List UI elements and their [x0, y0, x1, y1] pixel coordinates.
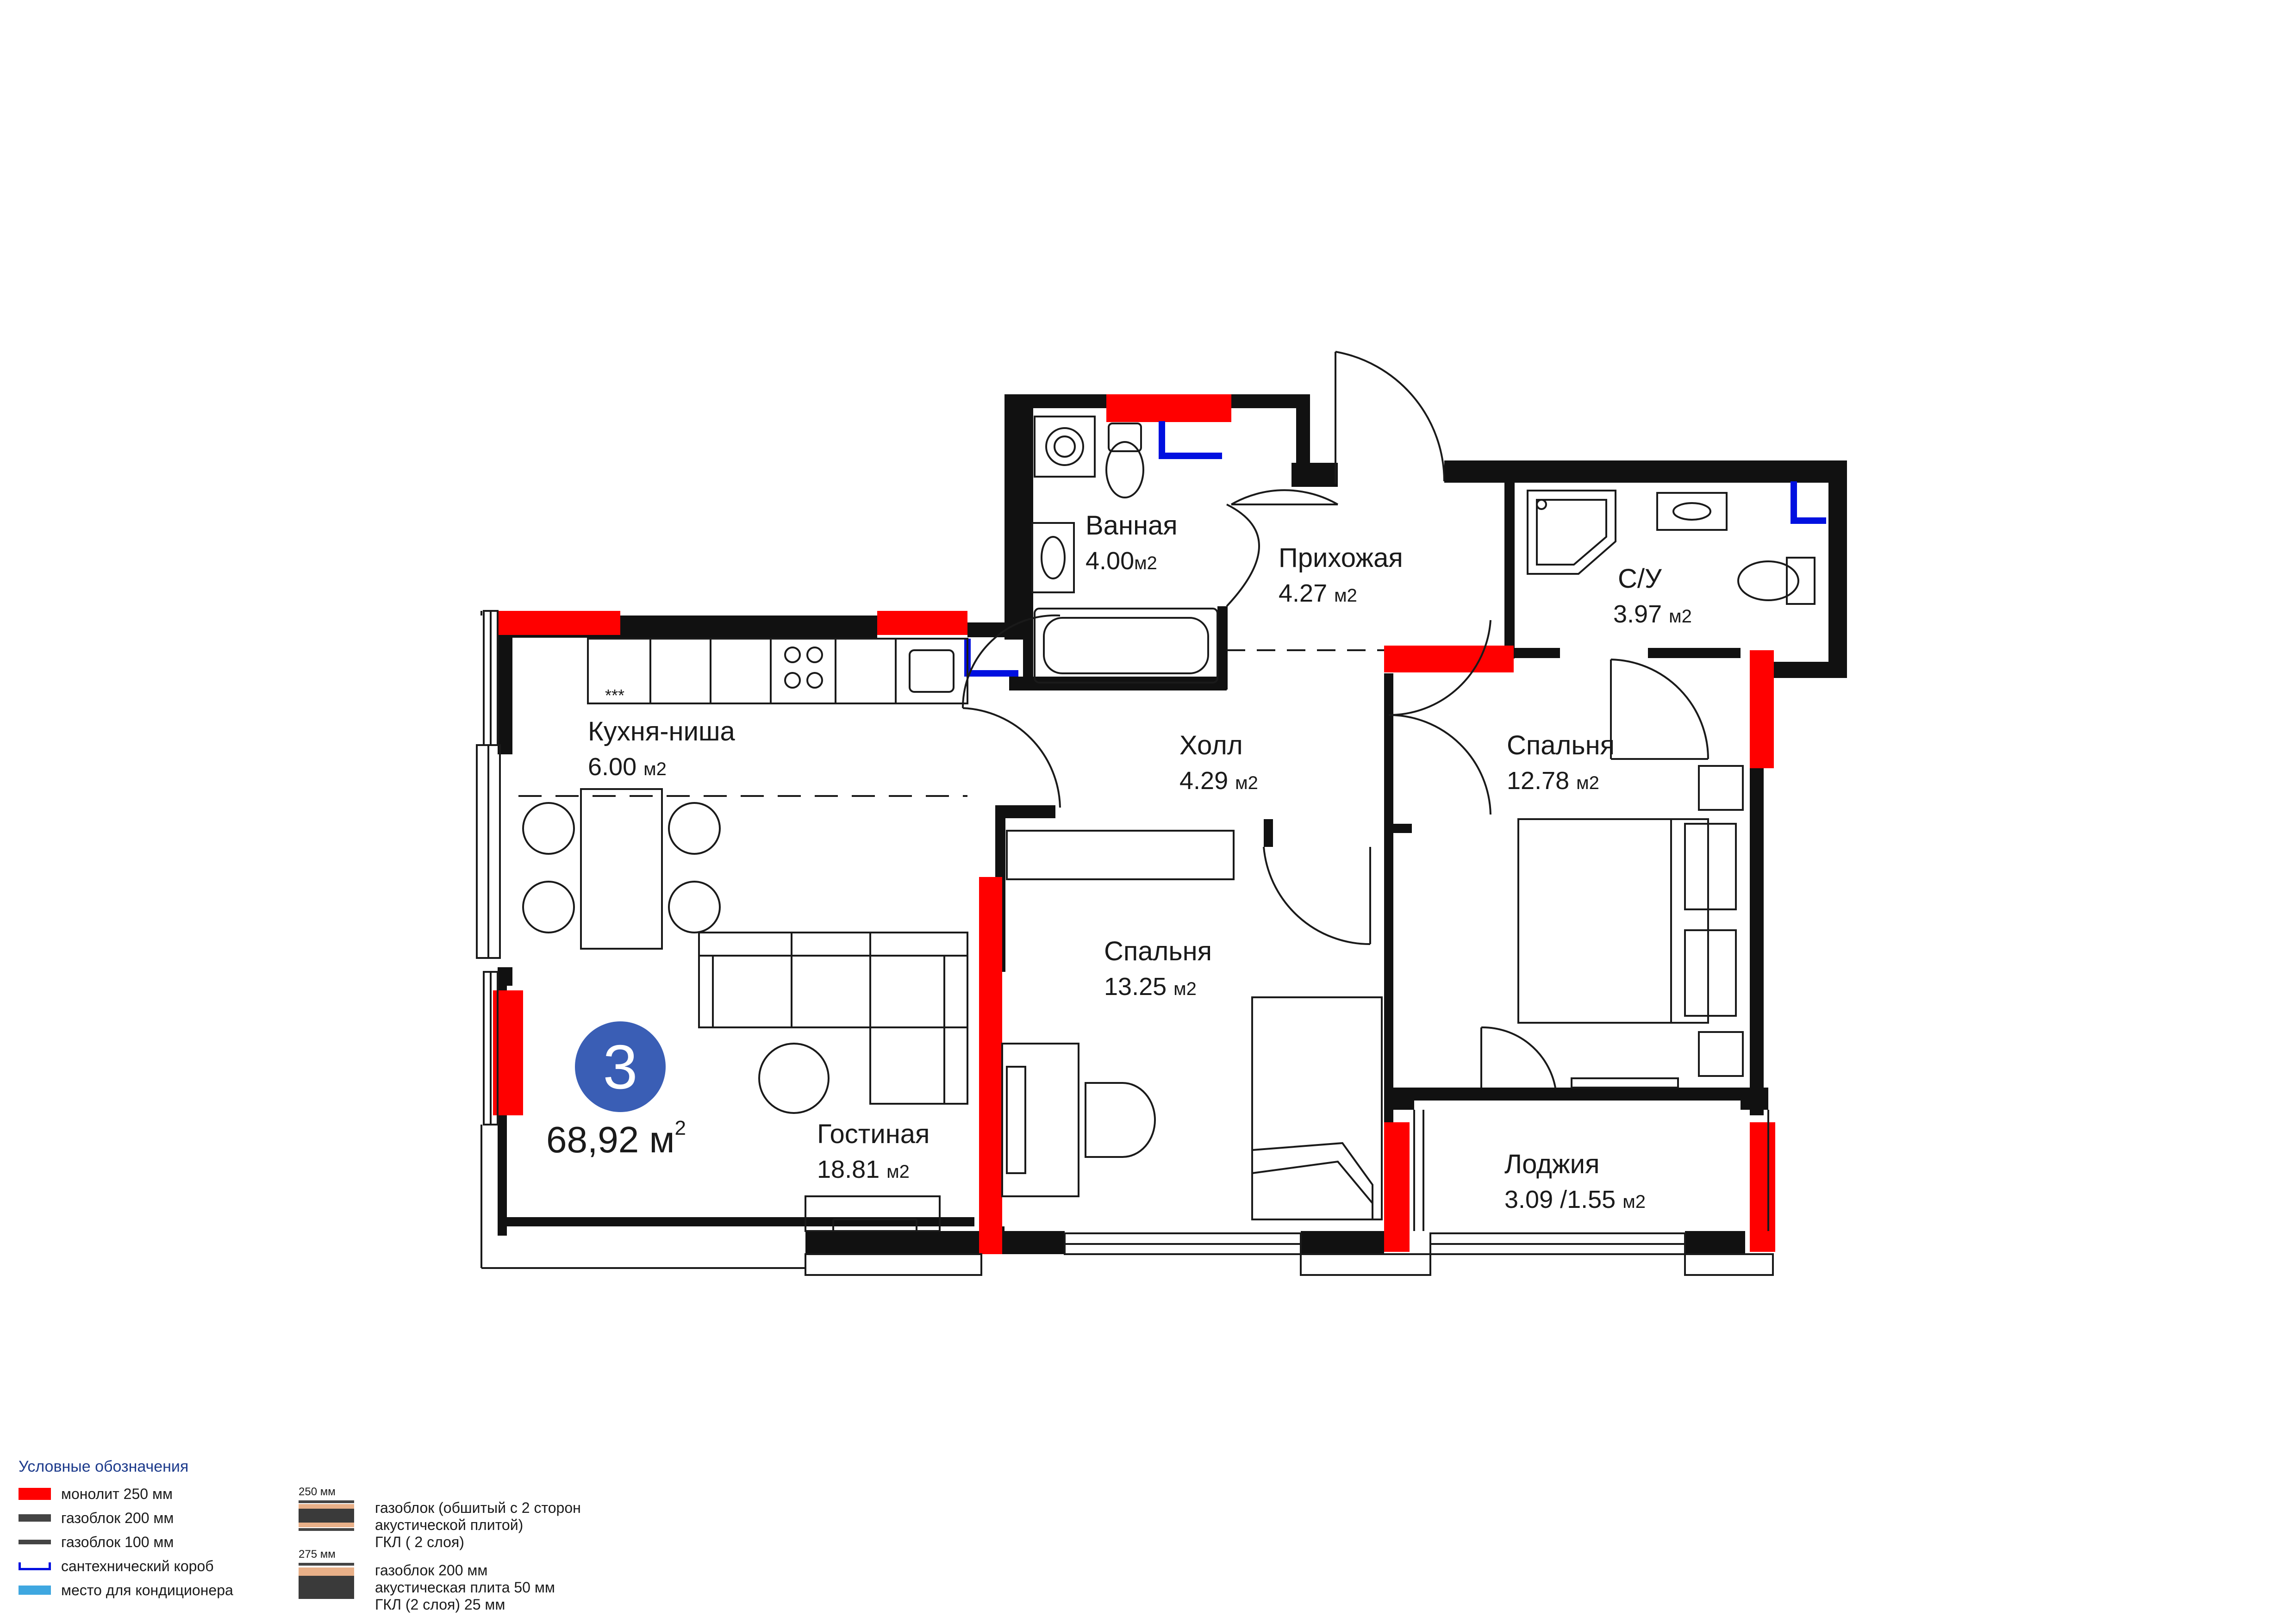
room-name: Прихожая: [1279, 543, 1403, 573]
legend-label: место для кондиционера: [61, 1581, 233, 1598]
legend-title: Условные обозначения: [19, 1458, 189, 1475]
room-name: Кухня-ниша: [588, 716, 735, 746]
legend-item-gasblock-100: газоблок 100 мм: [19, 1530, 233, 1554]
legend-label: сантехнический короб: [61, 1557, 214, 1574]
room-label-bedroom-right: Спальня 12.78 м2: [1507, 730, 1615, 795]
legend-item-sanitary-box: сантехнический короб: [19, 1554, 233, 1578]
room-area: 12.78 м2: [1507, 767, 1599, 795]
room-name: Спальня: [1507, 730, 1615, 760]
layer-description: газоблок (обшитый с 2 сторон акустическо…: [375, 1499, 581, 1551]
monolith-walls: [493, 394, 1775, 1254]
rooms-count-badge: 3: [575, 1021, 666, 1112]
layer-thickness: 275 мм: [299, 1548, 336, 1561]
legend-layer-250: 250 мм газоблок (обшитый с 2 сторон акус…: [299, 1486, 669, 1550]
room-name: Спальня: [1104, 936, 1212, 966]
legend-layer-275: 275 мм газоблок 200 мм акустическая плит…: [299, 1548, 669, 1613]
furniture: [522, 416, 1816, 1232]
legend-label: газоблок 200 мм: [61, 1509, 174, 1526]
legend-label: газоблок 100 мм: [61, 1533, 174, 1550]
room-name: Холл: [1179, 730, 1243, 760]
room-area: 6.00 м2: [588, 753, 667, 781]
room-label-entrance-hall: Прихожая 4.27 м2: [1279, 543, 1403, 607]
room-label-bedroom-middle: Спальня 13.25 м2: [1104, 936, 1212, 1001]
room-name: С/У: [1618, 564, 1662, 594]
sanitary-box-swatch: [19, 1562, 51, 1570]
room-area: 3.09 /1.55 м2: [1504, 1186, 1646, 1213]
monolith-swatch: [19, 1488, 51, 1500]
gasblock-100-swatch: [19, 1540, 51, 1544]
rooms-count: 3: [603, 1032, 637, 1102]
windows-and-thin-lines: [476, 610, 1774, 1276]
legend-item-monolith: монолит 250 мм: [19, 1482, 233, 1506]
room-area: 18.81 м2: [817, 1156, 910, 1183]
room-name: Ванная: [1086, 510, 1178, 541]
layer-description: газоблок 200 мм акустическая плита 50 мм…: [375, 1562, 555, 1613]
room-name: Лоджия: [1504, 1149, 1600, 1179]
room-label-bathroom: Ванная 4.00м2: [1086, 510, 1178, 575]
gasblock-200-swatch: [19, 1514, 51, 1522]
layer-thickness: 250 мм: [299, 1486, 336, 1498]
layer-line: ГКЛ ( 2 слоя): [375, 1534, 464, 1550]
stove-marks: ***: [605, 686, 624, 705]
layer-line: газоблок 200 мм: [375, 1562, 488, 1579]
room-label-loggia: Лоджия 3.09 /1.55 м2: [1504, 1149, 1646, 1213]
legend-item-aircon: место для кондиционера: [19, 1578, 233, 1602]
gasblock-walls: [498, 394, 1847, 1254]
doors: [961, 351, 1709, 1088]
legend: Условные обозначения монолит 250 мм газо…: [19, 1458, 669, 1613]
total-area: 68,92 м2: [546, 1117, 686, 1160]
layer-line: газоблок (обшитый с 2 сторон: [375, 1499, 581, 1516]
room-area: 4.27 м2: [1279, 579, 1357, 607]
room-area: 3.97 м2: [1613, 600, 1692, 628]
room-label-living-room: Гостиная 18.81 м2: [817, 1119, 930, 1183]
legend-list: монолит 250 мм газоблок 200 мм газоблок …: [19, 1482, 233, 1602]
room-label-wc: С/У 3.97 м2: [1613, 564, 1692, 628]
room-label-kitchen-niche: Кухня-ниша 6.00 м2: [588, 716, 735, 781]
layer-250-swatch: [299, 1500, 354, 1531]
layer-275-swatch: [299, 1563, 354, 1599]
layer-line: акустической плитой): [375, 1517, 524, 1533]
legend-item-gasblock-200: газоблок 200 мм: [19, 1506, 233, 1530]
layer-line: акустическая плита 50 мм: [375, 1579, 555, 1596]
room-label-hall: Холл 4.29 м2: [1179, 730, 1258, 795]
aircon-swatch: [19, 1586, 51, 1595]
legend-label: монолит 250 мм: [61, 1485, 173, 1502]
layer-line: ГКЛ (2 слоя) 25 мм: [375, 1596, 505, 1613]
room-area: 4.00м2: [1086, 547, 1157, 575]
room-area: 13.25 м2: [1104, 973, 1197, 1001]
room-name: Гостиная: [817, 1119, 930, 1149]
room-area: 4.29 м2: [1179, 767, 1258, 795]
